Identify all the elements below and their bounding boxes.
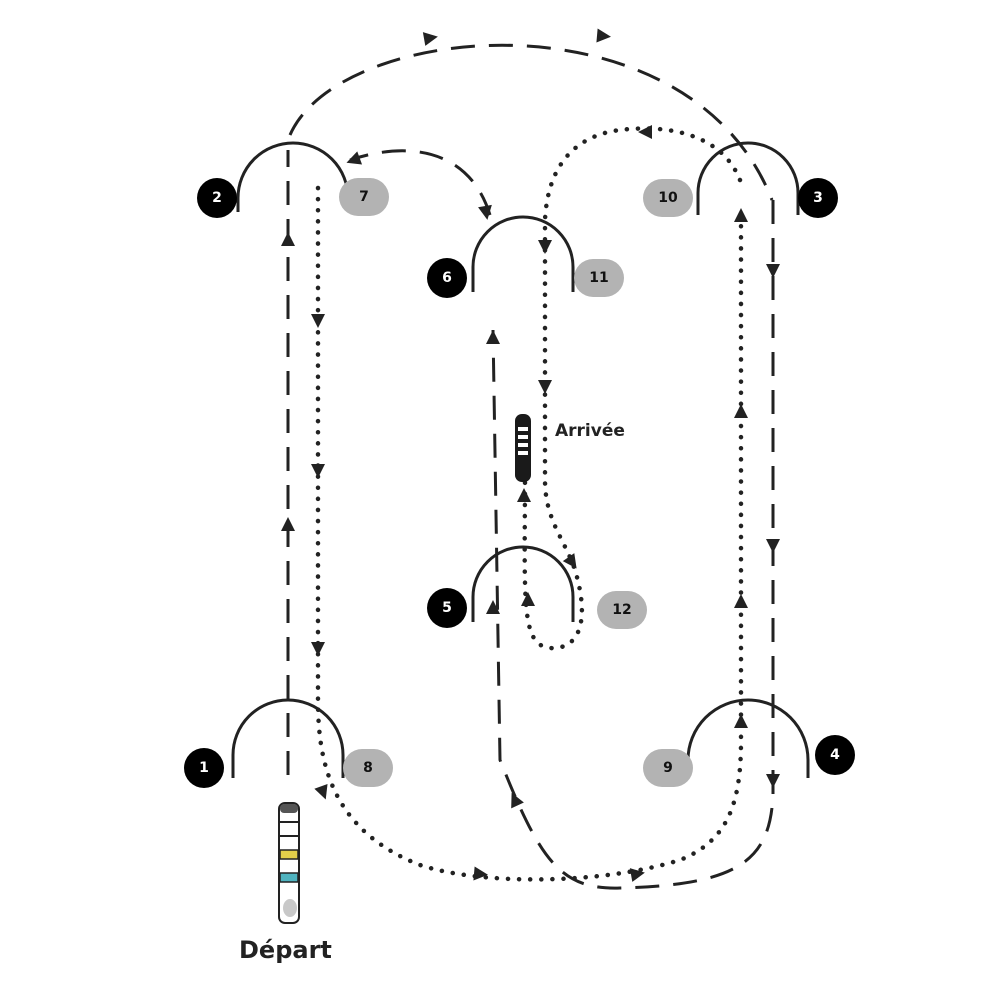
obstacle-3-second-badge: 10 <box>643 179 693 217</box>
arrow-icon <box>311 314 325 328</box>
arrow-icon <box>638 125 652 139</box>
obstacle-2-badge: 2 <box>197 178 237 218</box>
arrow-icon <box>346 151 363 165</box>
arrow-icon <box>473 866 488 881</box>
arrow-icon <box>478 204 492 220</box>
start-label: Départ <box>239 936 332 964</box>
arrow-icon <box>562 553 577 569</box>
obstacle-4-second-badge: 9 <box>643 749 693 787</box>
arrow-icon <box>734 208 748 222</box>
arch-1 <box>231 698 345 778</box>
arrow-icon <box>596 28 611 43</box>
second-round-path <box>315 126 744 882</box>
arrow-icon <box>486 330 500 344</box>
arrow-icon <box>314 783 328 800</box>
arrow-icon <box>511 792 524 809</box>
arrow-icon <box>281 517 295 531</box>
arch-3 <box>696 141 800 215</box>
obstacle-1-second-badge: 8 <box>343 749 393 787</box>
arrow-icon <box>517 488 531 502</box>
obstacle-4-badge: 4 <box>815 735 855 775</box>
arch-4 <box>686 698 810 778</box>
arrow-icon <box>766 774 780 788</box>
obstacle-1-badge: 1 <box>184 748 224 788</box>
arrow-icon <box>281 232 295 246</box>
arch-5 <box>471 545 575 622</box>
obstacle-arches <box>231 141 810 778</box>
obstacle-6-second-badge: 11 <box>574 259 624 297</box>
obstacle-5-badge: 5 <box>427 588 467 628</box>
finish-marker-icon <box>515 414 531 482</box>
arrow-icon <box>422 32 438 46</box>
arch-6 <box>471 215 575 292</box>
arrow-icon <box>311 464 325 478</box>
obstacle-2-second-badge: 7 <box>339 178 389 216</box>
arrow-icon <box>766 539 780 553</box>
first-round-path <box>286 43 775 890</box>
start-marker-icon <box>278 802 300 924</box>
arch-2 <box>236 141 350 212</box>
arrow-icon <box>734 714 748 728</box>
obstacle-6-badge: 6 <box>427 258 467 298</box>
direction-arrows <box>281 28 780 882</box>
finish-label: Arrivée <box>555 421 625 441</box>
obstacle-3-badge: 3 <box>798 178 838 218</box>
arrow-icon <box>486 600 500 614</box>
arrow-icon <box>538 240 552 254</box>
arrow-icon <box>734 404 748 418</box>
arrow-icon <box>766 264 780 278</box>
arrow-icon <box>734 594 748 608</box>
obstacle-5-second-badge: 12 <box>597 591 647 629</box>
arrow-icon <box>521 592 535 606</box>
arrow-icon <box>311 642 325 656</box>
arrow-icon <box>629 868 645 882</box>
arrow-icon <box>538 380 552 394</box>
